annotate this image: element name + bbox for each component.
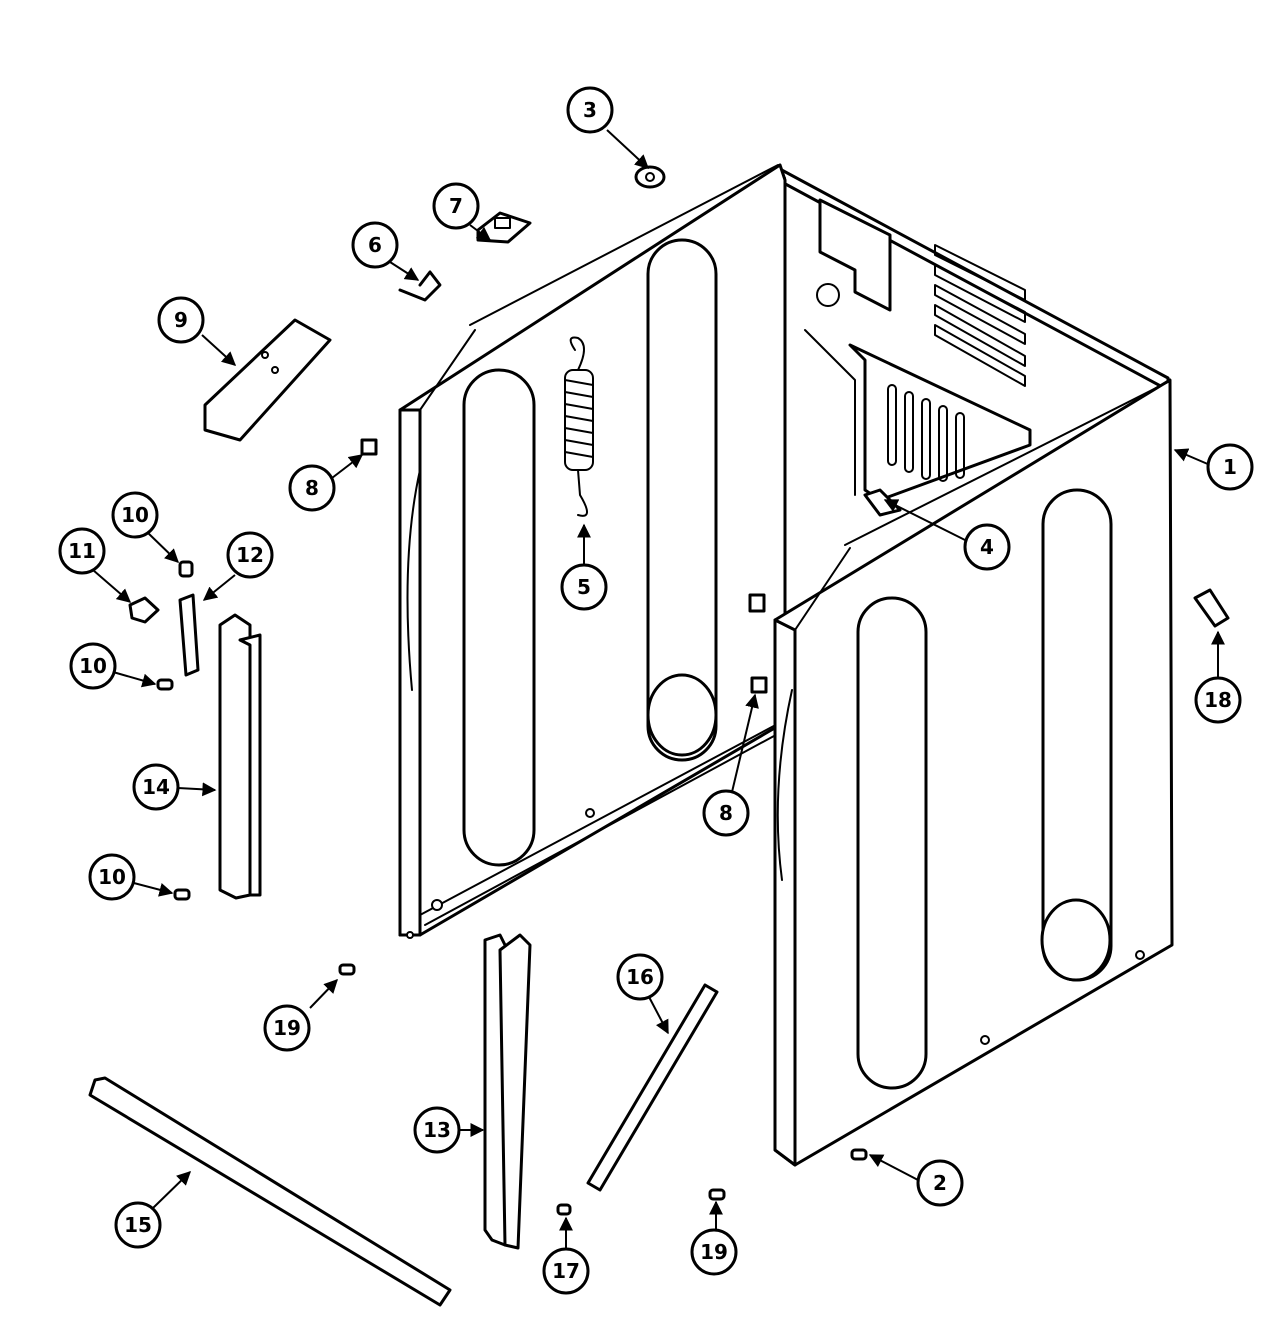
part-8-clip-lower <box>750 676 768 694</box>
svg-text:6: 6 <box>368 233 382 257</box>
svg-text:3: 3 <box>583 98 597 122</box>
svg-text:14: 14 <box>142 775 170 799</box>
svg-text:9: 9 <box>174 308 188 332</box>
leader-lines <box>92 129 1225 1248</box>
callout-8-upper: 8 <box>288 464 336 512</box>
callout-12: 12 <box>226 531 274 579</box>
part-3-clip <box>634 165 666 189</box>
callout-15: 15 <box>114 1201 162 1249</box>
svg-text:11: 11 <box>68 539 96 563</box>
callout-10-bottom: 10 <box>88 853 136 901</box>
callout-1: 1 <box>1206 443 1254 491</box>
svg-text:18: 18 <box>1204 688 1232 712</box>
part-14-rail <box>218 613 262 900</box>
callout-7: 7 <box>432 182 480 230</box>
svg-text:15: 15 <box>124 1213 152 1237</box>
part-11-bracket <box>128 596 160 624</box>
callout-6: 6 <box>351 221 399 269</box>
svg-text:19: 19 <box>700 1240 728 1264</box>
svg-text:10: 10 <box>79 654 107 678</box>
callout-5: 5 <box>560 563 608 611</box>
svg-text:7: 7 <box>449 194 463 218</box>
vent-louvers <box>934 244 1026 387</box>
part-5-spring <box>564 336 594 517</box>
callout-19-left: 19 <box>263 1004 311 1052</box>
callout-19-right: 19 <box>690 1228 738 1276</box>
callout-11: 11 <box>58 527 106 575</box>
callout-9: 9 <box>157 296 205 344</box>
callout-2: 2 <box>916 1159 964 1207</box>
part-15-rail <box>88 1076 452 1307</box>
callout-3: 3 <box>566 86 614 134</box>
part-10-screw-c <box>173 888 191 901</box>
callout-18: 18 <box>1194 676 1242 724</box>
svg-text:19: 19 <box>273 1016 301 1040</box>
part-8-clip-upper <box>360 438 378 456</box>
part-12-plate <box>178 593 200 677</box>
svg-text:5: 5 <box>577 575 591 599</box>
svg-text:4: 4 <box>980 535 994 559</box>
part-9-bracket <box>203 318 332 442</box>
callout-14: 14 <box>132 763 180 811</box>
callout-13: 13 <box>413 1106 461 1154</box>
left-side-panel <box>398 163 787 939</box>
callout-8-lower: 8 <box>702 789 750 837</box>
part-2-screw <box>850 1148 868 1161</box>
rear-bracket <box>818 198 892 312</box>
cabinet-interior <box>776 166 1170 721</box>
svg-text:16: 16 <box>626 965 654 989</box>
part-16-rod <box>586 983 719 1192</box>
part-19-screw-b <box>708 1188 726 1201</box>
svg-text:13: 13 <box>423 1118 451 1142</box>
svg-text:1: 1 <box>1223 455 1237 479</box>
svg-text:12: 12 <box>236 543 264 567</box>
part-6-hinge-wire <box>398 270 442 302</box>
part-17-screw <box>556 1203 572 1216</box>
callout-17: 17 <box>542 1247 590 1295</box>
callout-10-top: 10 <box>111 491 159 539</box>
callout-10-middle: 10 <box>69 642 117 690</box>
right-side-panel <box>773 378 1174 1167</box>
part-18-latch <box>1193 588 1230 628</box>
svg-text:8: 8 <box>719 801 733 825</box>
callout-4: 4 <box>963 523 1011 571</box>
svg-text:8: 8 <box>305 476 319 500</box>
svg-text:17: 17 <box>552 1259 580 1283</box>
part-13-rail <box>483 933 532 1250</box>
part-19-screw-a <box>338 963 356 976</box>
svg-text:10: 10 <box>121 503 149 527</box>
part-10-screw-b <box>156 678 174 691</box>
heater-fins <box>887 384 965 482</box>
svg-text:10: 10 <box>98 865 126 889</box>
part-10-screw-a <box>178 560 194 578</box>
svg-text:2: 2 <box>933 1171 947 1195</box>
callout-16: 16 <box>616 953 664 1001</box>
cabinet-clip <box>748 593 766 613</box>
